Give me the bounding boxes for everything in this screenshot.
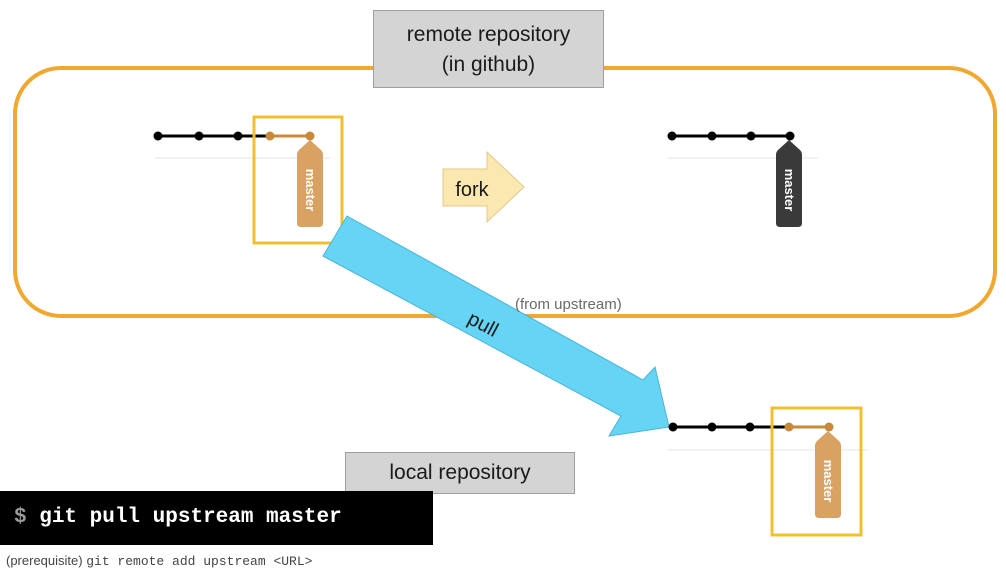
- master-tag-text: master: [782, 169, 797, 212]
- fork-arrow: fork: [442, 150, 525, 224]
- commit-dot: [745, 422, 755, 432]
- new-commit-dot: [265, 131, 275, 141]
- pull-arrow: pull: [322, 215, 670, 437]
- commit-dot: [746, 131, 756, 141]
- commit-dot: [194, 131, 204, 141]
- commit-dot: [707, 131, 717, 141]
- command-text: git pull upstream master: [39, 506, 342, 529]
- commit-dot: [667, 131, 677, 141]
- remote-title-line1: remote repository: [406, 23, 571, 46]
- master-tag-text: master: [821, 460, 836, 503]
- local-title: local repository: [389, 461, 531, 484]
- commit-dot: [233, 131, 243, 141]
- prerequisite-command: git remote add upstream <URL>: [86, 554, 313, 569]
- highlight-box: [770, 406, 863, 537]
- new-commit-dot: [824, 422, 834, 432]
- master-branch-tag: master: [815, 431, 841, 518]
- commit-dot: [707, 422, 717, 432]
- command-bar: $ git pull upstream master: [0, 491, 433, 545]
- from-upstream-label: (from upstream): [515, 296, 622, 313]
- prerequisite-note: (prerequisite) git remote add upstream <…: [6, 553, 312, 569]
- prerequisite-label: (prerequisite): [6, 553, 83, 568]
- highlight-box: [252, 115, 344, 245]
- new-commit-dot: [305, 131, 315, 141]
- command-prompt: $: [14, 506, 27, 529]
- new-commit-dot: [784, 422, 794, 432]
- local-repository-label: local repository: [345, 452, 575, 494]
- master-branch-tag: master: [297, 140, 323, 227]
- local-history: master: [668, 406, 868, 537]
- commit-dot: [668, 422, 678, 432]
- upstream-history: master: [153, 115, 344, 245]
- master-branch-tag: master: [776, 140, 802, 227]
- commit-dot: [153, 131, 163, 141]
- remote-title-line2: (in github): [441, 53, 536, 76]
- master-tag-text: master: [303, 169, 318, 212]
- fork-label: fork: [455, 179, 489, 201]
- remote-repository-label: remote repository (in github): [373, 10, 604, 88]
- commit-dot: [785, 131, 795, 141]
- fork-history: master: [667, 131, 818, 227]
